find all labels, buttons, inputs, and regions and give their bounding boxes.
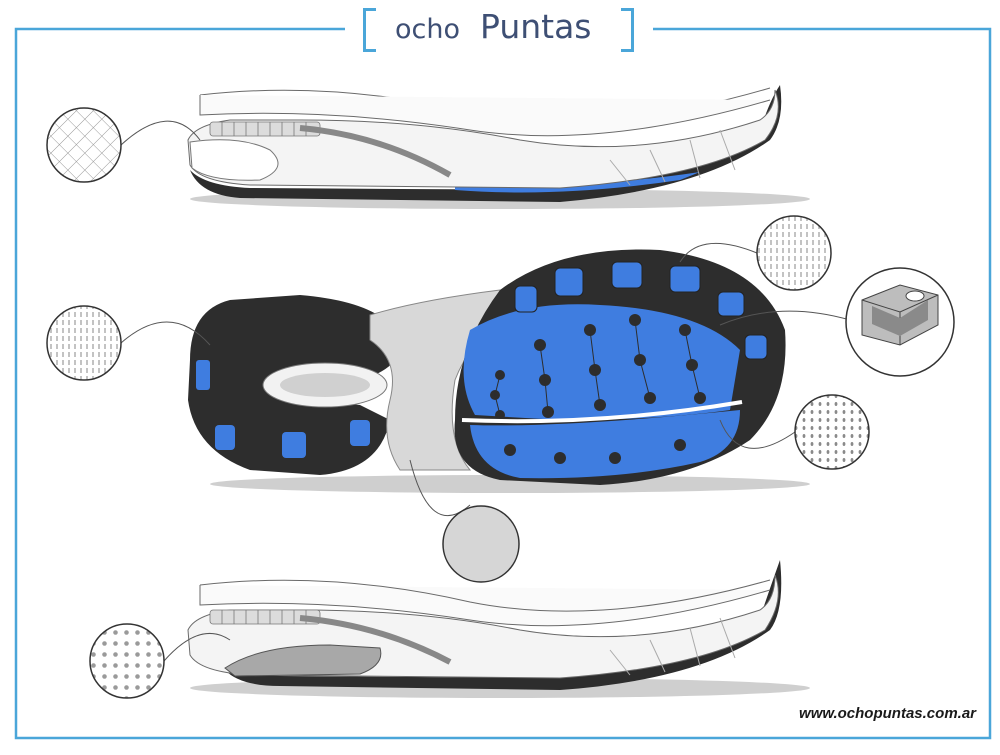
crosshatch-texture-icon <box>46 107 122 183</box>
large-dot-texture-icon <box>89 623 165 699</box>
bracket-left <box>363 8 376 52</box>
brand-word-puntas: Puntas <box>480 7 592 46</box>
brand-word-ocho: ocho <box>395 14 460 45</box>
vertical-dash-texture-icon <box>756 215 832 291</box>
brand-logo: ocho Puntas <box>355 4 640 52</box>
bracket-right <box>621 8 634 52</box>
website-url: www.ochopuntas.com.ar <box>799 705 976 722</box>
page-frame <box>14 27 992 740</box>
outsole-bottom-view <box>188 249 810 493</box>
flex-groove-insert-icon <box>845 267 955 377</box>
dot-grid-texture-icon <box>794 394 870 470</box>
side-view-bottom <box>187 560 810 698</box>
gray-material-swatch-icon <box>442 505 520 583</box>
vertical-dash-texture-icon <box>46 305 122 381</box>
side-view-top <box>187 85 810 209</box>
